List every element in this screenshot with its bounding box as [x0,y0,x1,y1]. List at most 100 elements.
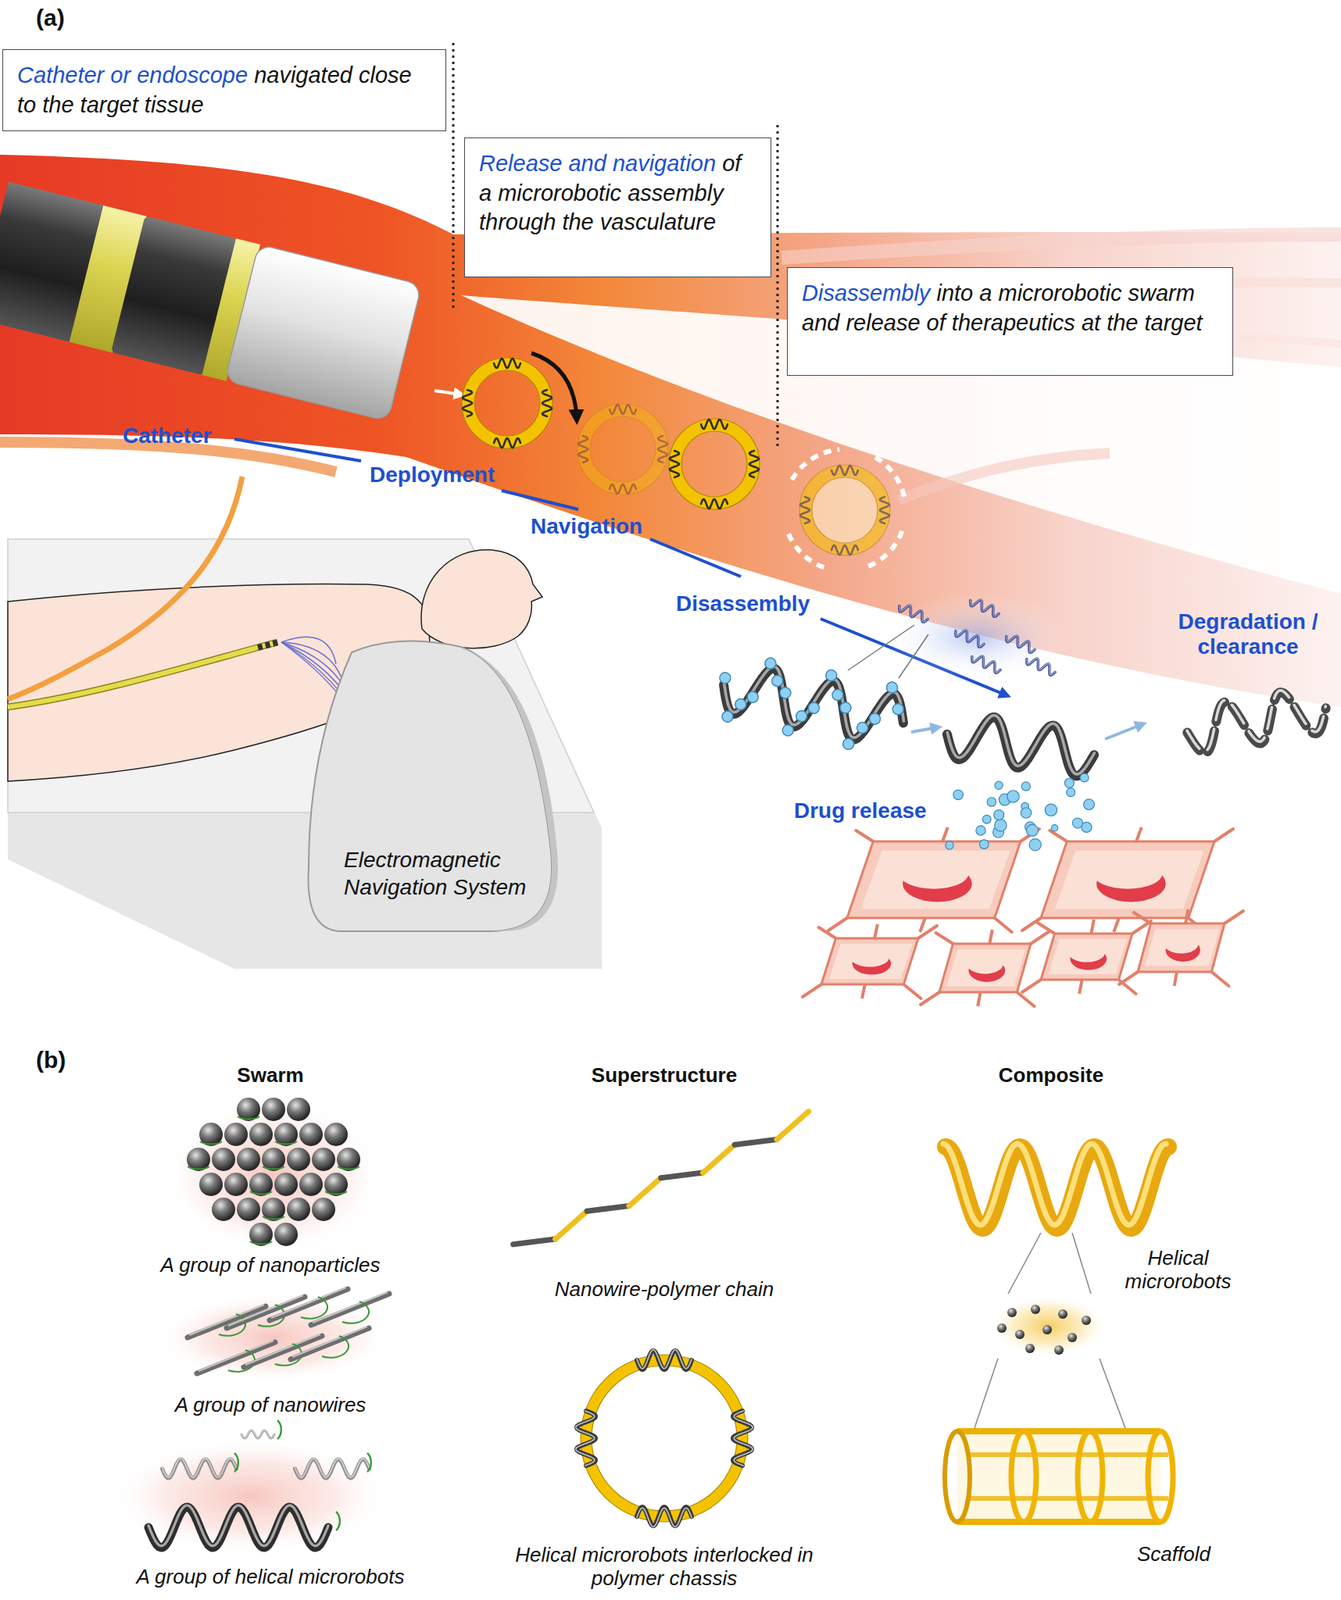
drug-loaded-microrobot [807,701,821,716]
target-cell [1079,979,1083,995]
helical-microrobot [162,1459,237,1478]
stage-timeline [234,439,1007,696]
drug-particle [1064,778,1074,788]
drug-particle [945,773,1095,852]
drug-particle [1044,804,1057,816]
nanoparticle-swarm [261,1097,286,1122]
nanowire-swarm [187,1306,266,1338]
step-box: Catheter or endoscopenavigated close to … [2,49,447,132]
nanoparticle-swarm [337,1166,360,1170]
stage-separator [452,42,455,309]
drug-loaded-microrobot [841,737,855,751]
scaffold [969,1452,1169,1458]
nanoparticle-swarm [274,1122,298,1147]
drug-loaded-microrobot [718,657,910,748]
stage-timeline [501,490,579,510]
drug-loaded-microrobot [764,657,778,671]
patient [7,583,432,782]
target-cell [946,949,1026,987]
degrading-microrobot [1183,683,1331,755]
scaffold [957,1428,1161,1435]
nanoparticle-swarm [211,1147,236,1172]
nanoparticle-swarm [250,1191,272,1195]
helical-microrobot [1025,654,1058,676]
process-arrow [911,724,1143,740]
nanoparticle-swarm [299,1172,323,1197]
helical-microrobot [241,1430,275,1438]
helical-microrobot-swarm [234,1453,239,1473]
target-cell [1090,919,1095,934]
target-cell [1136,827,1142,842]
disassembly-fragment [787,531,825,569]
drug-particle [982,815,991,824]
drug-loaded-microrobot [718,671,733,685]
target-cell [903,984,921,999]
target-cell [847,841,1021,919]
nanoparticle-swarm [325,1191,347,1195]
patient-bed [7,539,594,813]
helical-microrobot [148,1507,329,1549]
blood-vessel [461,295,1341,594]
step-heading: Release and navigation [479,150,716,176]
helical-microrobot [295,1459,370,1478]
releasing-microrobot [944,709,1098,779]
nanoparticle-swarm [236,1197,261,1222]
nanoparticle-swarm [199,1172,223,1197]
target-cell [918,926,937,939]
stage-label: Drug release [793,798,927,824]
nanoparticle-swarm [286,1197,311,1222]
nanowire-swarm [300,1297,328,1320]
nanoparticle-swarm [286,1147,311,1172]
helical-microrobot [879,497,890,524]
helical-microrobot [953,625,987,648]
nanowire-polymer-chain [734,1140,777,1146]
microrobotic-assembly [805,471,884,550]
target-cell [1137,923,1225,973]
drug-particle [1007,790,1020,803]
rotation-arrow [531,353,577,419]
microrobotic-assembly [474,370,540,437]
figure-caption: A group of nanoparticles [114,1254,427,1278]
drug-particle [976,826,986,836]
microrobotic-assembly [461,357,553,449]
drug-particle [979,840,989,850]
target-cell [1224,911,1244,924]
microrobotic-assembly [461,357,553,449]
nanowire-polymer-chain [513,1239,556,1245]
column-heading: Composite [933,1064,1169,1088]
target-cell [1119,909,1244,987]
composite-microrobot [943,1144,1173,1523]
helical-microrobot [953,626,986,649]
stage-label: Degradation / clearance [1161,609,1335,660]
drug-loaded-microrobot [824,668,838,683]
nanoparticle-swarm [249,1122,273,1147]
nanoparticle-swarm [249,1222,273,1247]
target-cell [861,984,866,999]
drug-loaded-microrobot [779,686,793,701]
drug-particle [1029,839,1041,852]
drug-particle [1020,808,1032,819]
nanoparticle-swarm [311,1197,336,1222]
helical-microrobot [575,1411,595,1467]
composite-microrobot [1042,1325,1052,1335]
helical-microrobot [162,1459,237,1479]
stage-label: Catheter [122,423,212,449]
target-cell [1119,972,1138,985]
helical-microrobot [749,450,759,478]
drug-particle [986,797,996,807]
helical-microrobot [462,389,473,417]
magnetic-field-line [281,642,358,740]
helical-microrobot [831,545,859,555]
target-cell [919,918,926,933]
nanoparticle-swarm [199,1122,223,1147]
patient [7,550,543,782]
helical-microrobot [148,1505,329,1547]
helical-microrobot [1004,631,1038,654]
microrobotic-assembly [583,410,662,489]
patient [421,550,543,649]
catheter-device [0,182,422,422]
microrobotic-assembly [805,471,884,550]
nanoparticle-swarm [164,1097,383,1255]
step-heading: Disassembly [801,280,930,306]
